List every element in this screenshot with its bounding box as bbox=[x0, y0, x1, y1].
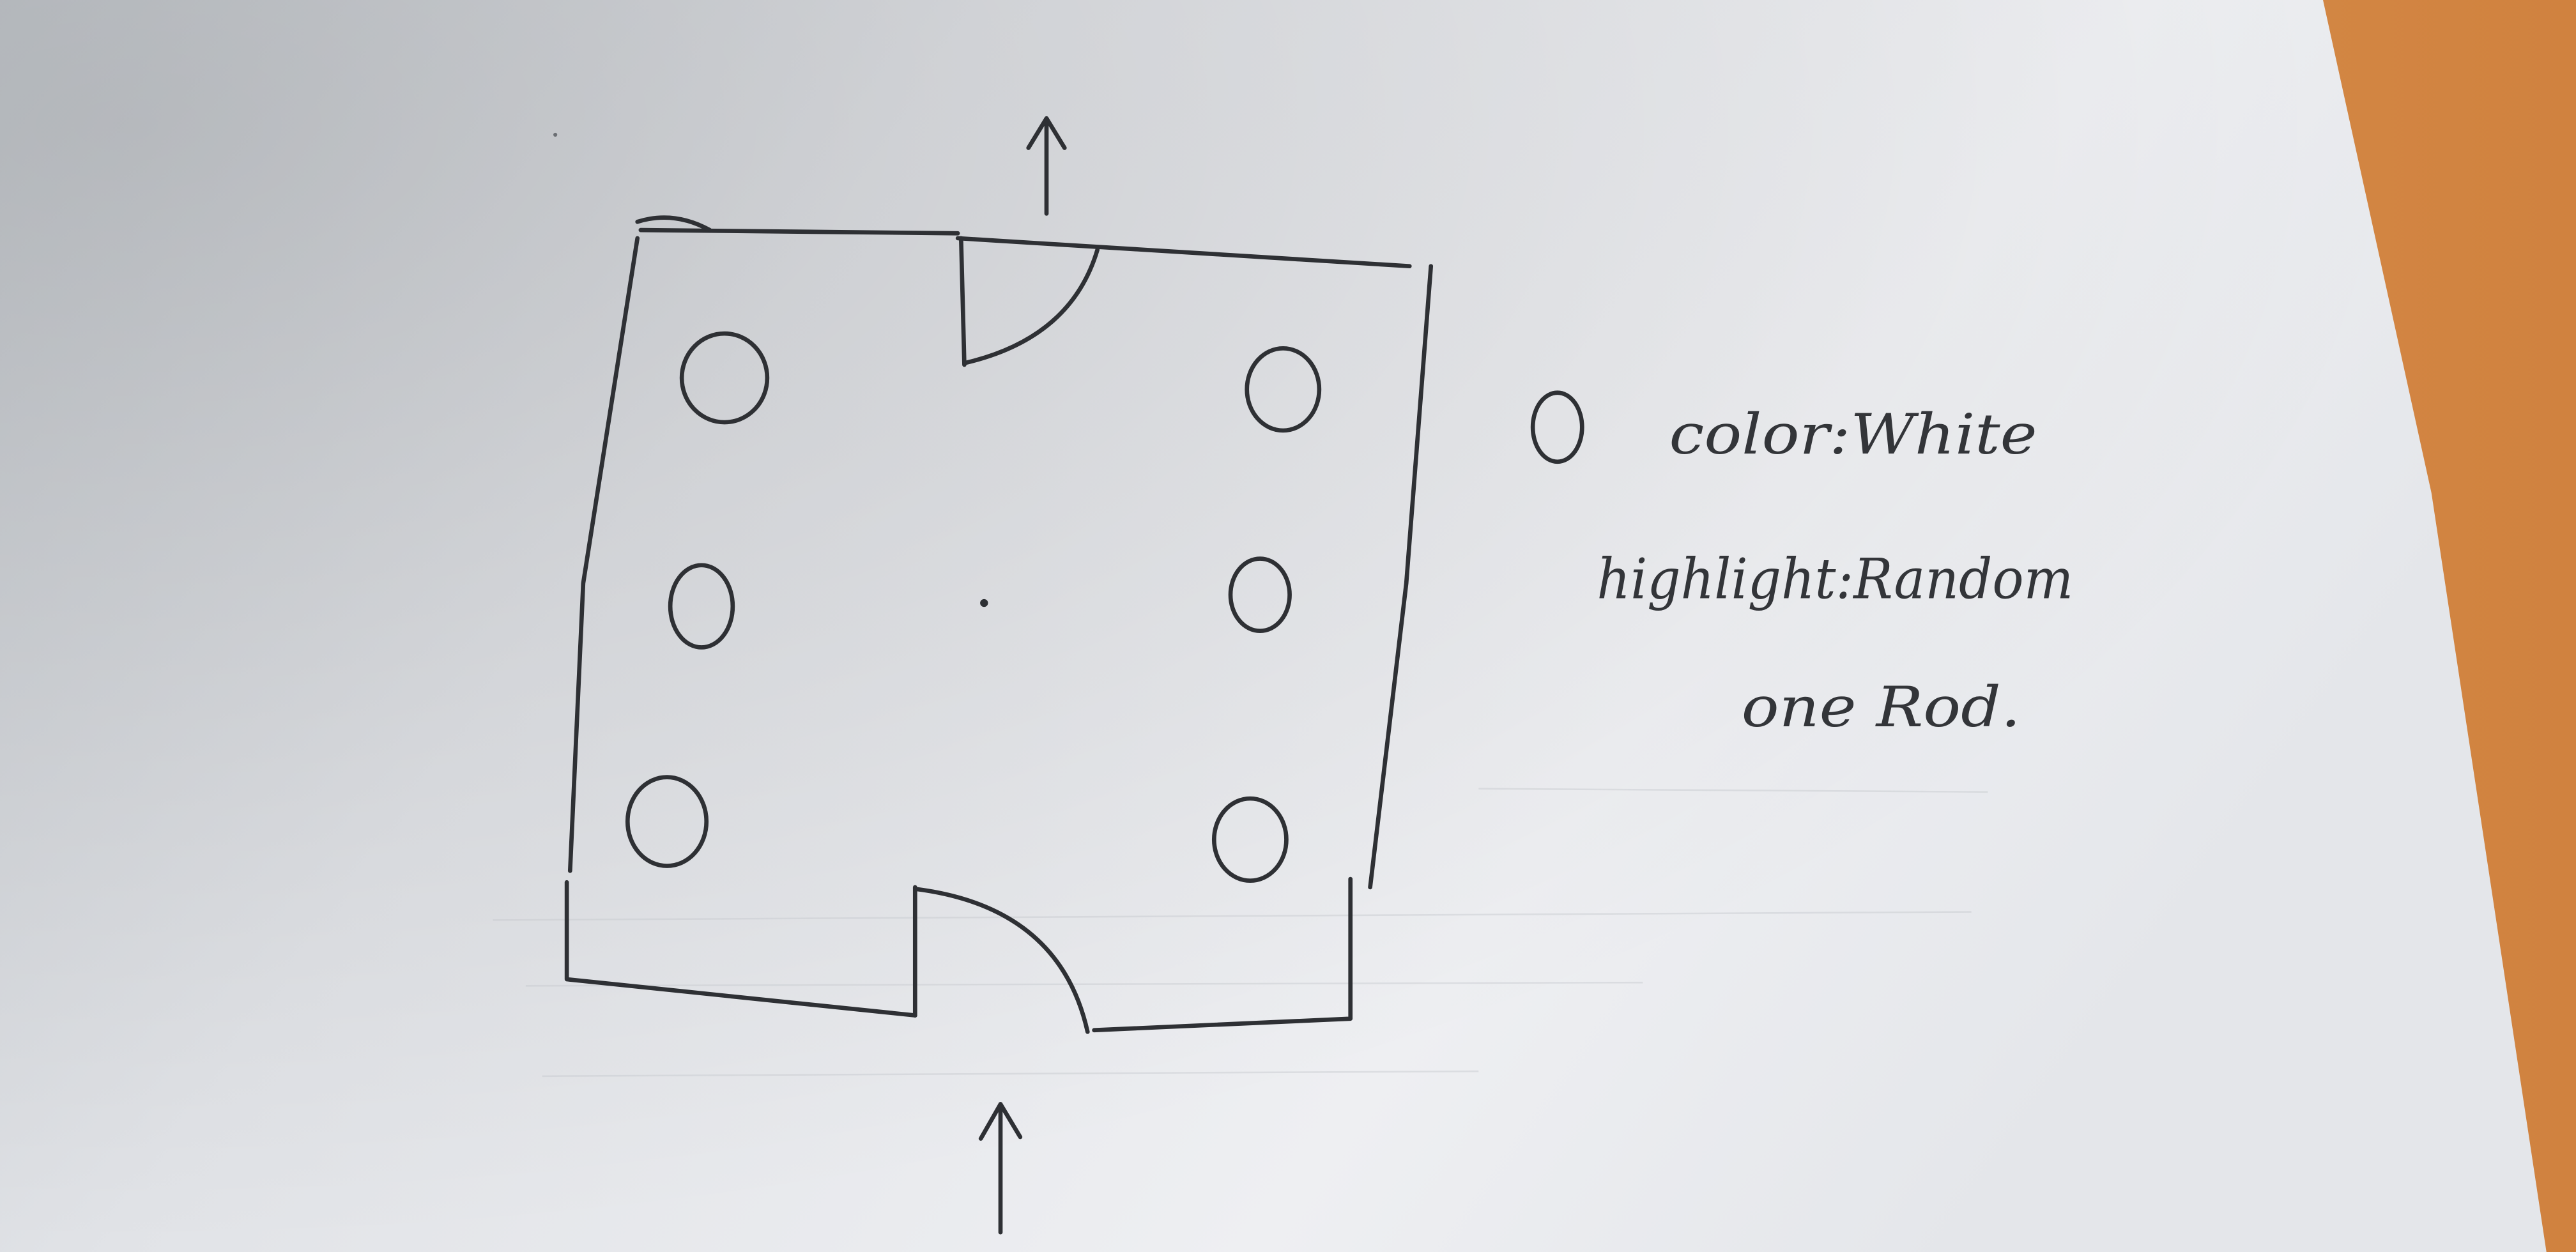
exit-arrow-top bbox=[1026, 116, 1067, 216]
room-wall-outline bbox=[564, 227, 1434, 1033]
wall-corner-tick bbox=[635, 215, 712, 233]
legend-line-highlight: highlight:Random bbox=[1597, 546, 2073, 611]
rod-circle-middle-right bbox=[1228, 556, 1292, 634]
rod-circle-bottom-right bbox=[1211, 796, 1289, 883]
legend-line-color: color:White bbox=[1669, 402, 2037, 467]
rod-circle-top-right bbox=[1245, 346, 1322, 433]
rod-circle-middle-left bbox=[668, 563, 735, 650]
top-door-swing-arc bbox=[962, 247, 1100, 365]
top-door-leaf bbox=[958, 236, 967, 367]
rod-circle-top-left bbox=[679, 331, 770, 425]
rod-circle-bottom-left bbox=[625, 775, 709, 868]
legend-circle-icon bbox=[1530, 390, 1584, 464]
legend-line-one-rod: one Rod. bbox=[1742, 675, 2021, 740]
stray-mark bbox=[553, 132, 558, 137]
center-dot bbox=[980, 599, 988, 607]
bleed-through-lines bbox=[493, 788, 1988, 1078]
bottom-door-swing-arc bbox=[912, 887, 1090, 1034]
entry-arrow-bottom bbox=[978, 1102, 1023, 1235]
